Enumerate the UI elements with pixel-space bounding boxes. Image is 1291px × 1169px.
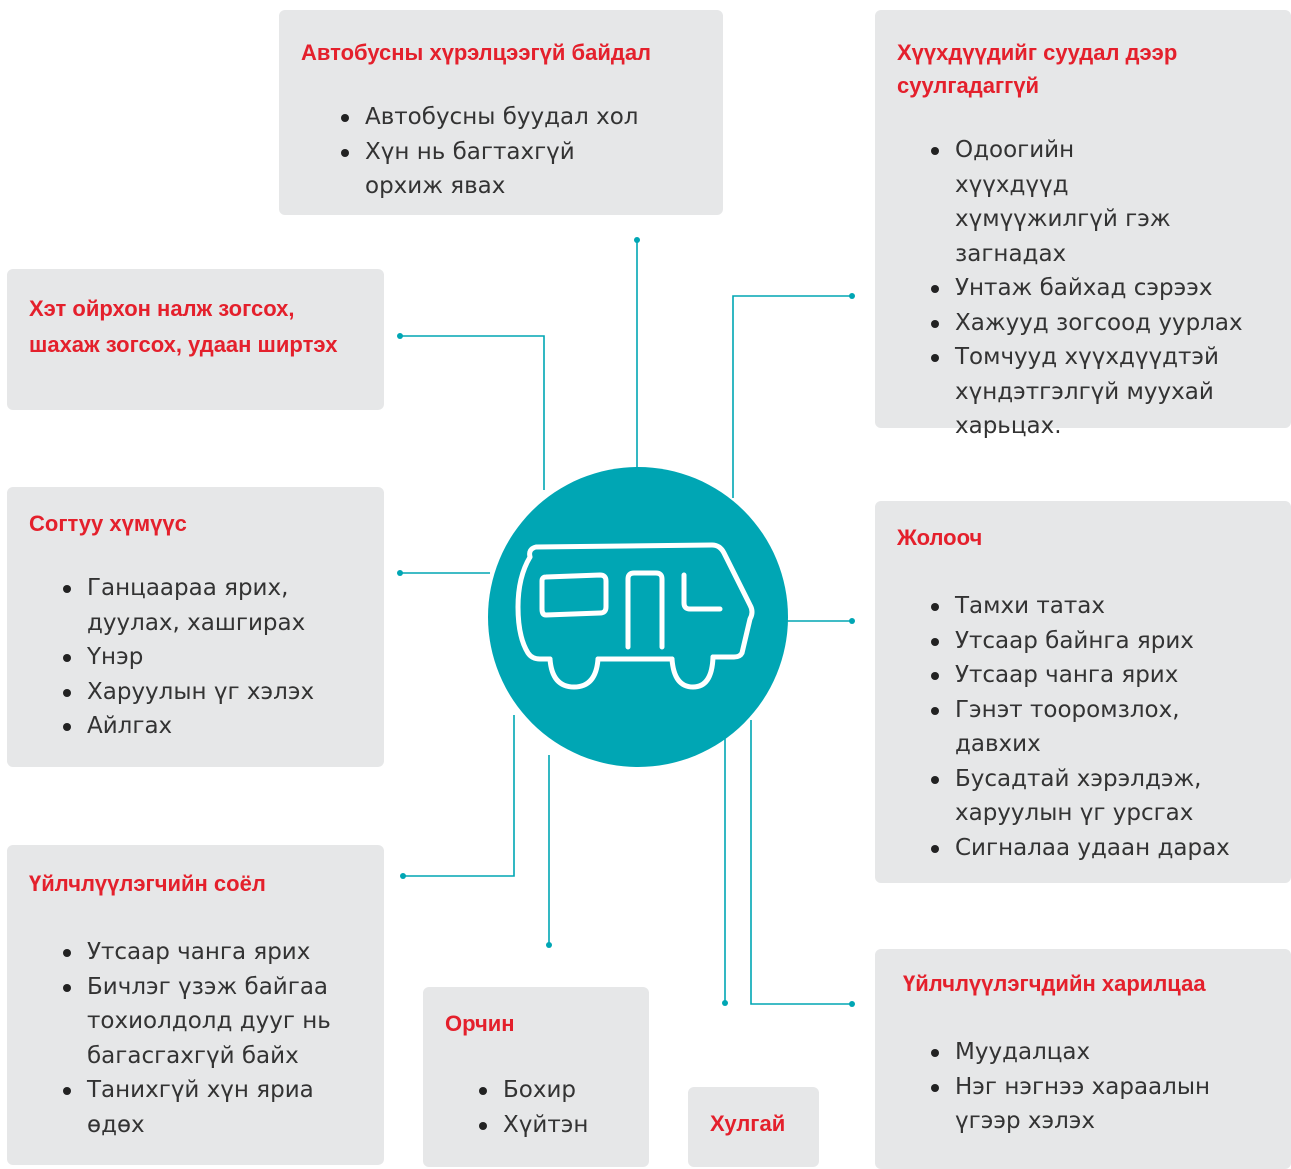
card-title: Согтуу хүмүүс	[29, 511, 187, 536]
list-item: Утсаар чанга ярих	[929, 658, 1269, 693]
card-title: Орчин	[445, 1011, 515, 1036]
connector-dot	[849, 1001, 855, 1007]
list-item: Хажууд зогсоод уурлах	[929, 306, 1259, 341]
connector-dot	[397, 333, 403, 339]
card-title: Жолооч	[897, 525, 983, 550]
card-title: Автобусны хүрэлцээгүй байдал	[301, 40, 652, 65]
list-item: Утсаар байнга ярих	[929, 624, 1269, 659]
list-item: Бусадтай хэрэлдэж, харуулын үг урсгах	[929, 762, 1215, 831]
list-item: Харуулын үг хэлэх	[61, 675, 361, 710]
connector-dot	[849, 293, 855, 299]
card-list: Муудалцах Нэг нэгнээ хараалын үгээр хэлэ…	[903, 1035, 1249, 1139]
list-item: Ганцаараа ярих, дуулах, хашгирах	[61, 571, 317, 640]
connector-relations	[750, 720, 852, 1005]
card-title: Хүүхдүүдийг суудал дээр суулгадаггүй	[897, 40, 1178, 98]
card-title: Хулгай	[710, 1111, 786, 1136]
card-environment: Орчин Бохир Хүйтэн	[423, 987, 649, 1167]
connector-dot	[849, 618, 855, 624]
list-item: Танихгүй хүн яриа өдөх	[61, 1073, 337, 1142]
card-title: Үйлчлүүлэгчдийн харилцаа	[903, 971, 1206, 996]
list-item: Муудалцах	[929, 1035, 1249, 1070]
list-item: Гэнэт тооромзлох, давхих	[929, 693, 1185, 762]
list-item: Хүйтэн	[477, 1108, 649, 1143]
connector-culture	[403, 715, 515, 877]
list-item: Одоогийн хүүхдүүд хүмүүжилгүй гэж загнад…	[929, 133, 1185, 271]
list-item: Бичлэг үзэж байгаа тохиолдолд дууг нь ба…	[61, 970, 347, 1074]
list-item: Нэг нэгнээ хараалын үгээр хэлэх	[929, 1070, 1235, 1139]
list-item: Бохир	[477, 1073, 649, 1108]
list-item: Утсаар чанга ярих	[61, 935, 361, 970]
list-item: Автобусны буудал хол	[339, 100, 639, 135]
card-list: Утсаар чанга ярих Бичлэг үзэж байгаа тох…	[29, 935, 361, 1142]
list-item: Үнэр	[61, 640, 361, 675]
connector-dot	[722, 1000, 728, 1006]
card-thief: Хулгай	[688, 1087, 819, 1167]
card-close-standing: Хэт ойрхон налж зогсох, шахаж зогсох, уд…	[7, 269, 384, 410]
list-item: Хүн нь багтахгүй орхиж явах	[339, 135, 639, 204]
list-item: Унтаж байхад сэрээх	[929, 271, 1259, 306]
hub-circle	[488, 467, 788, 767]
card-driver: Жолооч Тамхи татах Утсаар байнга ярих Ут…	[875, 501, 1291, 883]
connector-dot	[634, 237, 640, 243]
list-item: Тамхи татах	[929, 589, 1269, 624]
connector-dot	[400, 873, 406, 879]
connector-dot	[397, 570, 403, 576]
card-bus-unpunctual: Автобусны хүрэлцээгүй байдал Автобусны б…	[279, 10, 723, 215]
list-item: Томчууд хүүхдүүдтэй хүндэтгэлгүй муухай …	[929, 340, 1225, 444]
card-list: Одоогийн хүүхдүүд хүмүүжилгүй гэж загнад…	[897, 133, 1259, 444]
card-title: Үйлчлүүлэгчийн соёл	[29, 871, 266, 896]
connector-close-standing	[400, 335, 545, 490]
card-list: Ганцаараа ярих, дуулах, хашгирах Үнэр Ха…	[29, 571, 361, 744]
card-title: Хэт ойрхон налж зогсох, шахаж зогсох, уд…	[29, 296, 338, 357]
bus-icon	[515, 542, 755, 690]
card-drunk: Согтуу хүмүүс Ганцаараа ярих, дуулах, ха…	[7, 487, 384, 767]
list-item: Сигналаа удаан дарах	[929, 831, 1269, 866]
connector-children	[732, 295, 852, 498]
card-culture: Үйлчлүүлэгчийн соёл Утсаар чанга ярих Би…	[7, 845, 384, 1165]
card-list: Автобусны буудал хол Хүн нь багтахгүй ор…	[301, 100, 639, 204]
card-list: Тамхи татах Утсаар байнга ярих Утсаар ча…	[897, 589, 1269, 865]
card-list: Бохир Хүйтэн	[445, 1073, 649, 1142]
card-children: Хүүхдүүдийг суудал дээр суулгадаггүй Одо…	[875, 10, 1291, 439]
card-relations: Үйлчлүүлэгчдийн харилцаа Муудалцах Нэг н…	[875, 949, 1291, 1169]
connector-dot	[546, 942, 552, 948]
list-item: Айлгах	[61, 709, 361, 744]
